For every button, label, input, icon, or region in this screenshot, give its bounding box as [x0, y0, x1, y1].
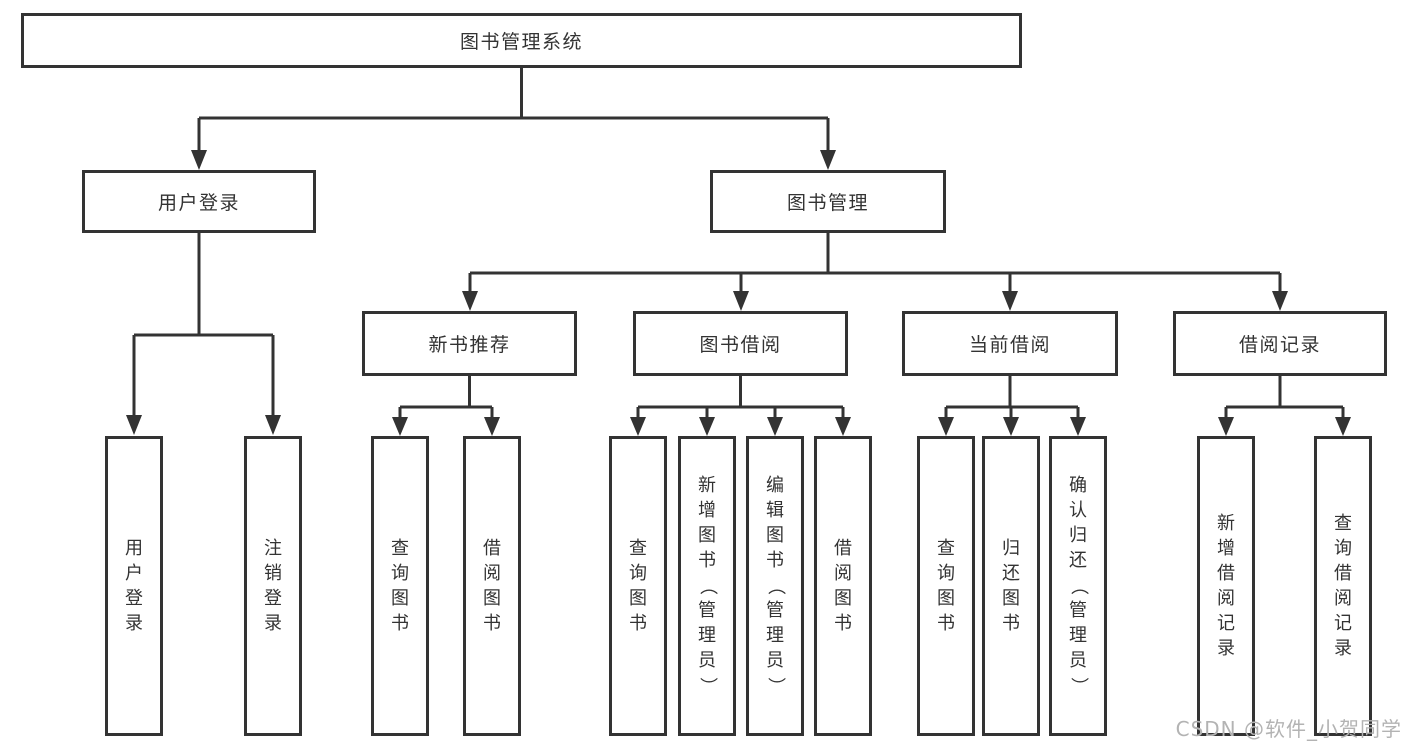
leaf-edit-books-admin-label: 编辑图书（管理员）	[765, 475, 786, 696]
leaf-logout-label: 注销登录	[264, 537, 282, 634]
node-book-borrowing: 图书借阅	[633, 311, 848, 376]
leaf-confirm-return-admin-label: 确认归还（管理员）	[1068, 475, 1089, 696]
node-user-login: 用户登录	[82, 170, 316, 233]
leaf-add-borrow-record: 新增借阅记录	[1197, 436, 1255, 736]
leaf-confirm-return-admin: 确认归还（管理员）	[1049, 436, 1107, 736]
leaf-query-books-3: 查询图书	[917, 436, 975, 736]
node-new-book-recommend: 新书推荐	[362, 311, 577, 376]
leaf-user-login-label: 用户登录	[125, 537, 143, 634]
node-root-system: 图书管理系统	[21, 13, 1022, 68]
leaf-logout: 注销登录	[244, 436, 302, 736]
node-book-management-label: 图书管理	[786, 192, 869, 214]
node-new-book-recommend-label: 新书推荐	[428, 334, 511, 356]
leaf-add-books-admin-label: 新增图书（管理员）	[697, 475, 718, 696]
leaf-edit-books-admin: 编辑图书（管理员）	[746, 436, 804, 736]
leaf-return-books-label: 归还图书	[1002, 537, 1020, 634]
leaf-borrow-books-2-label: 借阅图书	[834, 537, 852, 634]
leaf-query-books-3-label: 查询图书	[937, 537, 955, 634]
node-borrowing-records-label: 借阅记录	[1238, 334, 1321, 356]
leaf-query-books-2: 查询图书	[609, 436, 667, 736]
arrowheads	[126, 150, 1351, 436]
leaf-borrow-books-2: 借阅图书	[814, 436, 872, 736]
csdn-watermark: CSDN @软件_小贺同学	[1175, 717, 1402, 741]
leaf-query-books-1-label: 查询图书	[391, 537, 409, 634]
leaf-borrow-books-1: 借阅图书	[463, 436, 521, 736]
leaf-query-books-2-label: 查询图书	[629, 537, 647, 634]
leaf-user-login: 用户登录	[105, 436, 163, 736]
node-book-management: 图书管理	[710, 170, 946, 233]
leaf-borrow-books-1-label: 借阅图书	[483, 537, 501, 634]
leaf-add-books-admin: 新增图书（管理员）	[678, 436, 736, 736]
leaf-add-borrow-record-label: 新增借阅记录	[1217, 512, 1235, 659]
leaf-query-borrow-record: 查询借阅记录	[1314, 436, 1372, 736]
node-root-label: 图书管理系统	[459, 31, 583, 53]
leaf-query-borrow-record-label: 查询借阅记录	[1334, 512, 1352, 659]
node-current-borrowing: 当前借阅	[902, 311, 1118, 376]
node-borrowing-records: 借阅记录	[1173, 311, 1387, 376]
node-current-borrowing-label: 当前借阅	[968, 334, 1051, 356]
leaf-query-books-1: 查询图书	[371, 436, 429, 736]
node-user-login-label: 用户登录	[157, 192, 240, 214]
leaf-return-books: 归还图书	[982, 436, 1040, 736]
node-book-borrowing-label: 图书借阅	[699, 334, 782, 356]
